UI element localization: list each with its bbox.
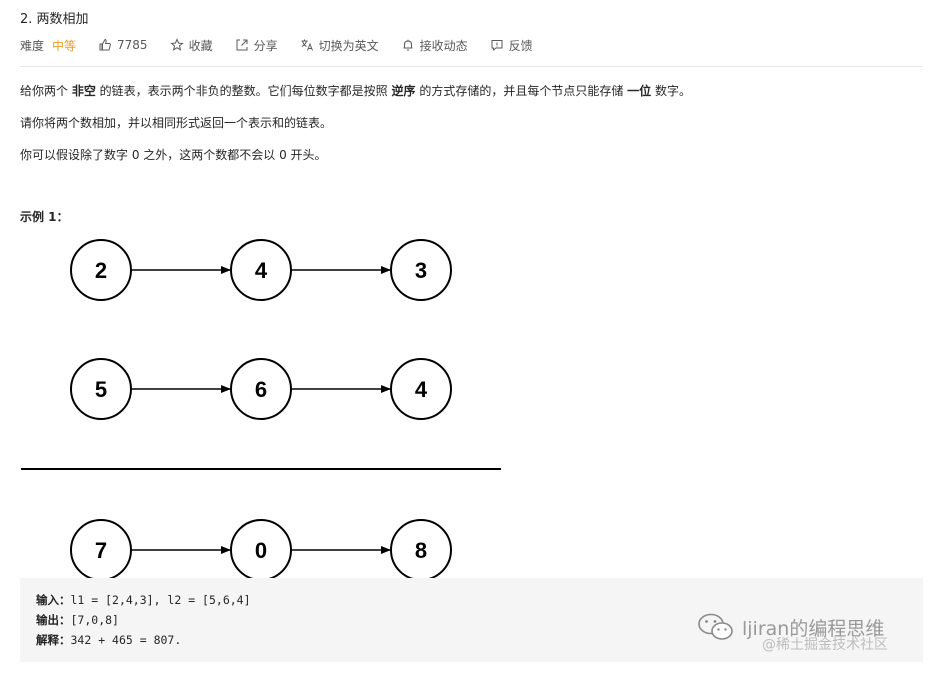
favorite-button[interactable]: 收藏: [169, 37, 213, 54]
like-button[interactable]: 7785: [98, 38, 148, 52]
list-two-node-3: [390, 358, 452, 420]
watermark-sub-text: @稀土掘金技术社区: [762, 637, 888, 653]
wechat-icon: [698, 613, 733, 640]
share-label: 分享: [253, 38, 278, 53]
list-one-node-2: [230, 239, 292, 301]
list-two-node-2: [230, 358, 292, 420]
list-sum-node-3: [390, 519, 452, 580]
switch-language-button[interactable]: 切换为英文: [300, 37, 379, 54]
list-one-node-1: [70, 239, 132, 301]
example-title: 示例 1：: [20, 210, 69, 224]
share-icon: [236, 39, 248, 51]
translate-icon: [301, 39, 313, 51]
header-divider: [20, 66, 923, 67]
difficulty-label: 难度: [20, 38, 45, 53]
feedback-button[interactable]: 反馈: [490, 37, 533, 54]
output-label: 输出：: [36, 613, 71, 627]
bell-icon: [403, 39, 413, 51]
share-button[interactable]: 分享: [235, 37, 278, 54]
desc-bold-one-digit: 一位: [627, 84, 652, 98]
difficulty-value: 中等: [52, 38, 77, 53]
example-input-line: 输入：l1 = [2,4,3], l2 = [5,6,4]: [36, 592, 251, 608]
list-one-node-2-value: 4: [255, 258, 268, 283]
list-sum-node-1-value: 7: [95, 538, 107, 563]
notify-button[interactable]: 接收动态: [401, 37, 468, 54]
feedback-icon: [491, 40, 503, 52]
list-sum-node-2: [230, 519, 292, 580]
example-code-block: 输入：l1 = [2,4,3], l2 = [5,6,4] 输出：[7,0,8]…: [20, 578, 923, 662]
description-paragraph-1: 给你两个 非空 的链表，表示两个非负的整数。它们每位数字都是按照 逆序 的方式存…: [20, 82, 691, 99]
list-one-node-1-value: 2: [95, 258, 107, 283]
star-icon: [169, 38, 184, 51]
desc-bold-reverse: 逆序: [391, 84, 416, 98]
desc-text: 数字。: [651, 84, 691, 98]
problem-meta-bar: 难度 中等 7785 收藏 分享 切换为英文 接收动态 反馈: [20, 36, 555, 54]
input-label: 输入：: [36, 593, 71, 607]
explain-value: 342 + 465 = 807.: [70, 633, 182, 647]
example-explain-line: 解释：342 + 465 = 807.: [36, 632, 181, 648]
list-one-node-3-value: 3: [415, 258, 427, 283]
list-sum-node-3-value: 8: [415, 538, 427, 563]
desc-text: 的链表，表示两个非负的整数。它们每位数字都是按照: [95, 84, 392, 98]
watermark-main-text: ljiran的编程思维: [742, 617, 885, 640]
description-paragraph-2: 请你将两个数相加，并以相同形式返回一个表示和的链表。: [20, 116, 333, 130]
list-two-node-2-value: 6: [255, 377, 267, 402]
list-two-node-1: [70, 358, 132, 420]
desc-text: 的方式存储的，并且每个节点只能存储: [415, 84, 628, 98]
list-one-node-3: [390, 239, 452, 301]
list-two-node-3-value: 4: [415, 377, 428, 402]
explain-label: 解释：: [36, 633, 71, 647]
desc-bold-nonempty: 非空: [71, 84, 96, 98]
input-value: l1 = [2,4,3], l2 = [5,6,4]: [70, 593, 251, 607]
desc-text: 给你两个: [20, 84, 72, 98]
list-two-node-1-value: 5: [95, 377, 107, 402]
problem-title: 2. 两数相加: [20, 12, 89, 27]
switch-language-label: 切换为英文: [318, 38, 379, 53]
list-sum-node-1: [70, 519, 132, 580]
example-output-line: 输出：[7,0,8]: [36, 612, 119, 628]
thumb-up-icon: [99, 38, 111, 51]
like-count: 7785: [117, 38, 148, 52]
list-sum-node-2-value: 0: [255, 538, 267, 563]
favorite-label: 收藏: [188, 38, 213, 53]
watermark: ljiran的编程思维: [696, 612, 884, 642]
notify-label: 接收动态: [419, 38, 468, 53]
description-paragraph-3: 你可以假设除了数字 0 之外，这两个数都不会以 0 开头。: [20, 148, 327, 162]
output-value: [7,0,8]: [70, 613, 119, 627]
linked-list-diagram: 2 4 3 5 6 4 7 0 8: [21, 239, 501, 580]
feedback-label: 反馈: [508, 38, 533, 53]
